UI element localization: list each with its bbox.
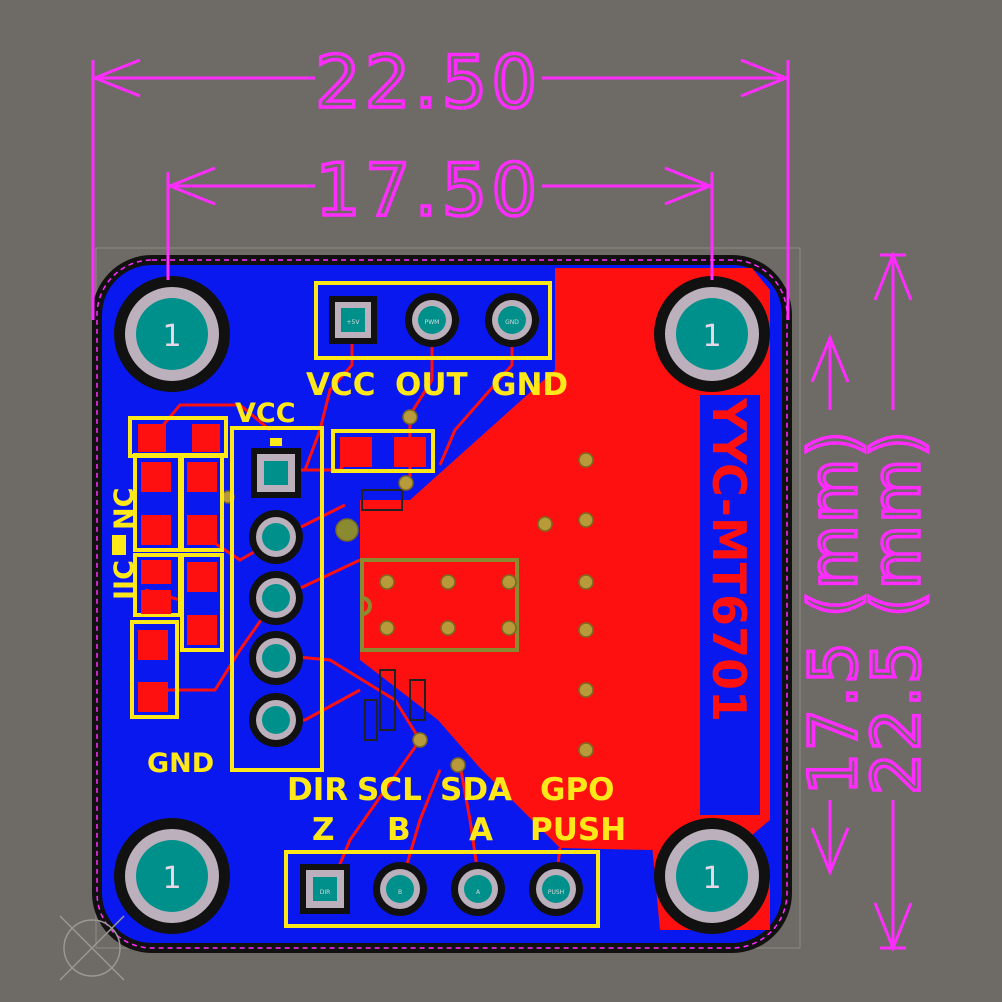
left-label-vcc: VCC <box>235 398 296 429</box>
left-label-nc: NC <box>109 488 140 530</box>
bottom-header-outline <box>284 850 600 928</box>
pin-label: A <box>476 889 481 896</box>
mount-hole-label: 1 <box>702 861 721 896</box>
board-name-area <box>700 395 760 815</box>
top-header-pin-1: +5V <box>329 296 377 344</box>
dimension-top-outer: 22.50 <box>315 40 541 124</box>
bottom-label-sda: SDA <box>440 772 512 808</box>
bottom-label-scl: SCL <box>357 772 422 808</box>
mount-hole-label: 1 <box>702 319 721 354</box>
pin-label: GND <box>505 319 519 326</box>
top-label-vcc: VCC <box>306 367 376 403</box>
pin-label: PWM <box>425 319 440 326</box>
left-header-outline <box>230 426 324 772</box>
bottom-header-pin-4: PUSH <box>529 862 583 916</box>
left-label-gnd: GND <box>147 748 214 779</box>
pin-label: +5V <box>347 319 361 326</box>
bottom-header-pin-2: B <box>373 862 427 916</box>
bottom-label-b: B <box>387 812 411 848</box>
board-name-label: YYC-MT6701 <box>702 397 756 722</box>
top-header: +5V PWM GND VCC OUT GND <box>306 281 568 403</box>
mount-hole-top-right: 1 <box>654 276 770 392</box>
mount-hole-bottom-right: 1 <box>654 818 770 934</box>
pin-label: DIR <box>320 889 331 896</box>
bottom-label-a: A <box>469 812 493 848</box>
inner-components <box>361 489 426 741</box>
top-label-gnd: GND <box>491 367 568 403</box>
top-header-pin-3: GND <box>485 293 539 347</box>
vias <box>221 409 594 773</box>
mount-hole-bottom-left: 1 <box>114 818 230 934</box>
bottom-label-dir: DIR <box>287 772 348 808</box>
pin-label: B <box>398 889 402 896</box>
top-header-outline <box>314 281 552 360</box>
mounting-holes: 1 1 1 1 <box>114 276 770 934</box>
bottom-header-pin-1: DIR <box>300 864 350 914</box>
mount-hole-label: 1 <box>162 319 181 354</box>
dimension-right-inner: 17.5 (mm) <box>795 429 872 795</box>
left-header-pin-1 <box>251 448 301 498</box>
sensor-chip <box>360 558 519 652</box>
dimension-right-outer: 22.5 (mm) <box>858 429 935 795</box>
top-header-pin-2: PWM <box>405 293 459 347</box>
bottom-header: DIR SCL SDA GPO Z B A PUSH DIR B A <box>284 772 626 928</box>
mount-hole-label: 1 <box>162 861 181 896</box>
smd-component-top <box>331 429 435 473</box>
origin-marker-icon <box>59 915 125 981</box>
copper-pour <box>360 268 770 930</box>
left-config-section: VCC GND IIC NC <box>109 398 324 779</box>
keepout-outline <box>96 259 788 949</box>
bottom-label-z: Z <box>312 812 334 848</box>
top-label-out: OUT <box>395 367 468 403</box>
mount-hole-top-left: 1 <box>114 276 230 392</box>
dimension-top-inner: 17.50 <box>315 148 541 232</box>
left-label-iic: IIC <box>109 560 140 600</box>
bottom-label-gpo: GPO <box>540 772 615 808</box>
dimension-annotations <box>90 58 913 953</box>
pin-label: PUSH <box>548 889 564 896</box>
bottom-header-pin-3: A <box>451 862 505 916</box>
bottom-label-push: PUSH <box>530 812 626 848</box>
